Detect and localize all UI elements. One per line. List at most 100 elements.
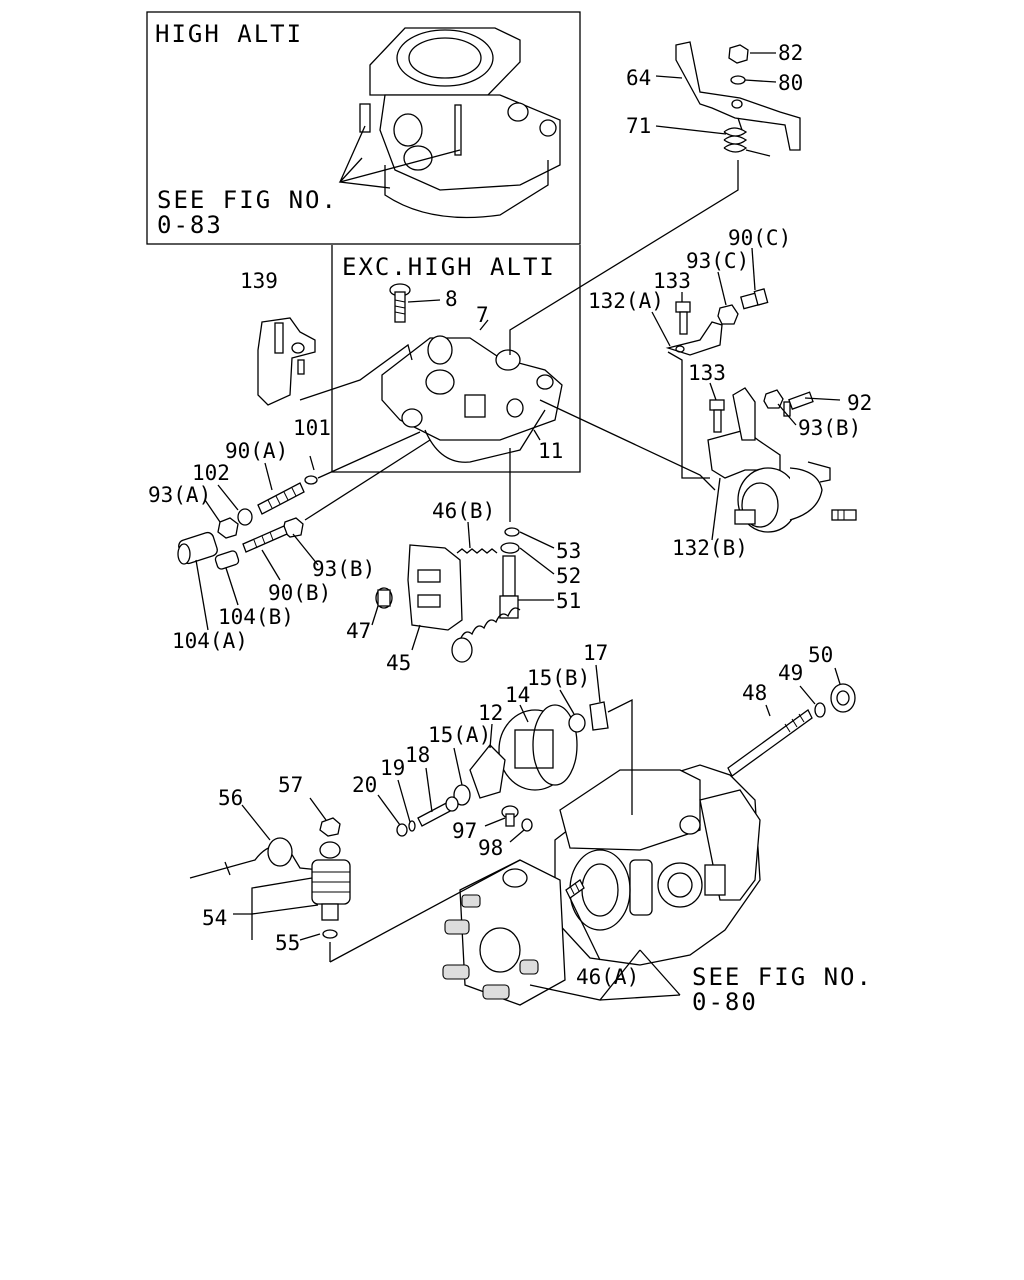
o-ring-101 — [304, 475, 318, 485]
bolt-133-upper — [675, 301, 691, 335]
callout-98: 98 — [478, 836, 503, 860]
plate-45 — [407, 544, 463, 631]
callout-92: 92 — [847, 391, 872, 415]
callout-93b-right: 93(B) — [798, 416, 861, 440]
callout-7: 7 — [476, 303, 489, 327]
main-ref-line1: SEE FIG NO. — [692, 963, 873, 991]
callout-71: 71 — [626, 114, 651, 138]
pump-body — [554, 764, 761, 966]
callout-101: 101 — [293, 416, 331, 440]
callout-56: 56 — [218, 786, 243, 810]
shim-17 — [589, 701, 609, 731]
callout-132b: 132(B) — [672, 536, 748, 560]
solenoid-54 — [311, 841, 351, 921]
shaft-18 — [417, 796, 459, 827]
pump-head — [442, 859, 566, 1006]
callout-55: 55 — [275, 931, 300, 955]
bolt-90c — [740, 288, 769, 310]
nut-93a — [217, 517, 239, 539]
callout-82: 82 — [778, 41, 803, 65]
washer-15b — [568, 713, 586, 733]
callout-93c: 93(C) — [686, 249, 749, 273]
wire-56 — [189, 837, 321, 879]
gear-14 — [498, 704, 578, 791]
ring-20 — [396, 823, 408, 837]
cap-104b — [214, 550, 240, 570]
bolt-92 — [783, 391, 814, 417]
weight-12 — [469, 744, 506, 799]
o-ring-49 — [814, 702, 826, 718]
o-ring-55 — [322, 929, 338, 939]
callout-132a: 132(A) — [588, 289, 664, 313]
actuator-assembly — [734, 461, 857, 533]
nut-82 — [728, 44, 749, 64]
callout-49: 49 — [778, 661, 803, 685]
callout-51: 51 — [556, 589, 581, 613]
leader-lines — [195, 52, 841, 1001]
callout-48: 48 — [742, 681, 767, 705]
lever-bracket-64 — [675, 41, 801, 151]
screw-90b — [242, 525, 288, 553]
callout-102: 102 — [192, 461, 230, 485]
high-alti-housing — [338, 27, 561, 219]
exc-high-alti-inset — [331, 245, 581, 473]
callout-46b: 46(B) — [432, 499, 495, 523]
bracket-132b — [707, 387, 781, 479]
callout-80: 80 — [778, 71, 803, 95]
plug-47 — [375, 587, 393, 609]
exc-high-alti-title: EXC.HIGH ALTI — [342, 253, 556, 281]
piston-51 — [451, 555, 521, 663]
screw-90a — [257, 482, 305, 515]
callout-17: 17 — [583, 641, 608, 665]
cap-104a — [177, 531, 218, 565]
washer-80 — [730, 75, 746, 85]
high-alti-ref-line1: SEE FIG NO. — [157, 186, 338, 214]
bolt-8 — [389, 283, 411, 323]
callout-15a: 15(A) — [428, 723, 491, 747]
stud-46a — [565, 879, 585, 899]
callout-46a: 46(A) — [576, 965, 639, 989]
main-ref-line2: 0-80 — [692, 988, 758, 1016]
bracket-139 — [257, 317, 316, 406]
nut-57 — [319, 817, 341, 837]
bolt-133-lower — [709, 399, 725, 433]
callout-47: 47 — [346, 619, 371, 643]
washer-98 — [521, 818, 533, 832]
screw-97 — [501, 805, 519, 827]
callout-93b-left: 93(B) — [312, 557, 375, 581]
callout-90c: 90(C) — [728, 226, 791, 250]
callout-19: 19 — [380, 756, 405, 780]
callout-12: 12 — [478, 701, 503, 725]
callout-45: 45 — [386, 651, 411, 675]
callout-53: 53 — [556, 539, 581, 563]
callout-104b: 104(B) — [218, 605, 294, 629]
bracket-132a — [665, 321, 723, 356]
callout-97: 97 — [452, 819, 477, 843]
callout-57: 57 — [278, 773, 303, 797]
shaft-48 — [727, 709, 813, 777]
callout-8: 8 — [445, 287, 458, 311]
callout-18: 18 — [405, 743, 430, 767]
callout-20: 20 — [352, 773, 377, 797]
seal-50 — [830, 683, 856, 713]
callout-11: 11 — [538, 439, 563, 463]
callout-90a: 90(A) — [225, 439, 288, 463]
high-alti-ref-line2: 0-83 — [157, 211, 223, 239]
callout-139: 139 — [240, 269, 278, 293]
spring-46b — [456, 548, 498, 554]
ring-52 — [500, 542, 520, 554]
nut-93c — [717, 304, 739, 325]
callout-104a: 104(A) — [172, 629, 248, 653]
spring-71 — [723, 117, 771, 157]
nut-93b-right — [763, 389, 784, 409]
callout-90b: 90(B) — [268, 581, 331, 605]
callout-54: 54 — [202, 906, 227, 930]
callout-64: 64 — [626, 66, 651, 90]
high-alti-title: HIGH ALTI — [155, 20, 303, 48]
governor-cover-7 — [381, 335, 563, 463]
washer-102 — [237, 508, 253, 526]
callout-50: 50 — [808, 643, 833, 667]
callout-14: 14 — [505, 683, 530, 707]
